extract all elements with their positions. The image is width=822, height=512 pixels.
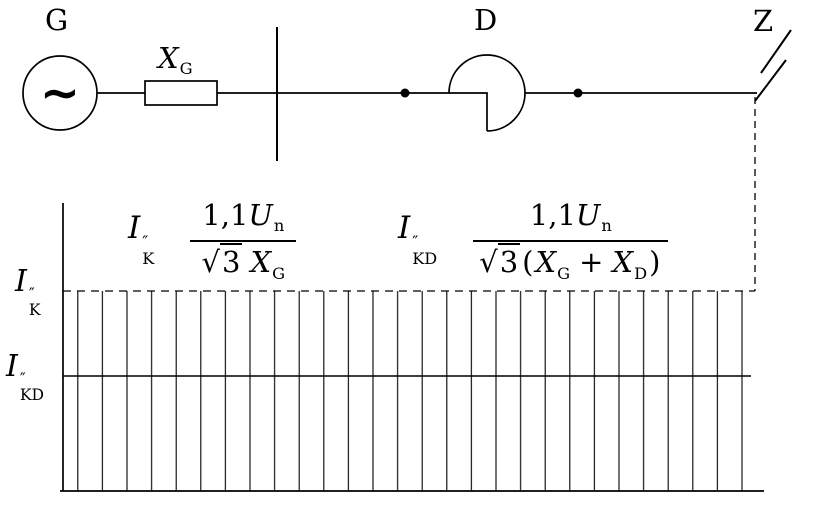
formula-ikd-numerator: 1,1Un bbox=[473, 198, 669, 243]
formula-ikd-lhs-sub: KD bbox=[412, 248, 438, 268]
y-label-ikd-indices: ″KD bbox=[20, 371, 44, 404]
plus-sign: + bbox=[579, 245, 604, 280]
reactance-var: X bbox=[250, 245, 272, 280]
reactance-label-sub: G bbox=[179, 59, 193, 79]
formula-ik-lhs-sup: ″ bbox=[142, 231, 149, 251]
y-label-ik-base: I bbox=[15, 264, 27, 299]
formula-ik-lhs-indices: ″K bbox=[142, 231, 155, 268]
reactor-arc bbox=[448, 54, 526, 132]
coefficient: 1,1 bbox=[202, 198, 249, 232]
y-label-ik: I″K bbox=[15, 267, 41, 319]
y-label-ik-sub: K bbox=[28, 301, 41, 320]
coefficient: 1,1 bbox=[529, 198, 576, 232]
reactance-var-g-sub: G bbox=[557, 263, 571, 283]
reactance-var-sub: G bbox=[272, 263, 286, 283]
root-sign: √ bbox=[201, 245, 221, 280]
reactance-var-d-sub: D bbox=[634, 263, 648, 283]
y-label-ikd-base: I bbox=[6, 349, 18, 384]
y-label-ik-indices: ″K bbox=[29, 286, 41, 319]
voltage-sub: n bbox=[273, 216, 285, 236]
formula-ikd: I″KD 1,1Un √3(XG+XD) bbox=[398, 198, 669, 282]
formula-ikd-lhs-sup: ″ bbox=[412, 231, 419, 251]
fault-label: Z bbox=[753, 4, 774, 38]
formula-ik-lhs-base: I bbox=[128, 210, 141, 247]
y-label-ik-sup: ″ bbox=[28, 285, 35, 304]
voltage-var: U bbox=[575, 198, 601, 232]
generator-label: G bbox=[45, 3, 69, 37]
formula-ikd-fraction: 1,1Un √3(XG+XD) bbox=[473, 198, 669, 282]
radicand: 3 bbox=[220, 243, 243, 280]
formula-ikd-lhs-base: I bbox=[398, 210, 411, 247]
generator-waveform-symbol: ∼ bbox=[39, 65, 81, 121]
root-sign: √ bbox=[479, 245, 498, 280]
close-paren: ) bbox=[649, 245, 661, 280]
fault-flash-icon bbox=[760, 29, 792, 74]
voltage-sub: n bbox=[601, 216, 612, 236]
fault-flash-icon bbox=[754, 59, 787, 102]
open-paren: ( bbox=[522, 245, 534, 280]
reactance-var-d: X bbox=[612, 245, 634, 280]
node-dot-right bbox=[573, 88, 583, 98]
y-label-ikd-sub: KD bbox=[19, 386, 45, 405]
current-hatch-area bbox=[77, 291, 745, 491]
formula-ik-lhs-sub: K bbox=[142, 248, 155, 268]
y-label-ikd-sup: ″ bbox=[19, 370, 26, 389]
voltage-var: U bbox=[248, 198, 273, 232]
reactance-label-base: X bbox=[158, 41, 179, 75]
reactance-label: XG bbox=[158, 44, 193, 77]
formula-ik-numerator: 1,1Un bbox=[190, 198, 297, 243]
reactance-box bbox=[144, 80, 218, 106]
y-label-ikd: I″KD bbox=[6, 352, 44, 404]
reactance-var-g: X bbox=[535, 245, 557, 280]
formula-ikd-denominator: √3(XG+XD) bbox=[473, 242, 668, 281]
node-dot-left bbox=[400, 88, 410, 98]
formula-ikd-lhs: I″KD bbox=[398, 213, 437, 267]
radicand: 3 bbox=[497, 243, 521, 280]
formula-ikd-lhs-indices: ″KD bbox=[412, 231, 438, 268]
formula-ik-lhs: I″K bbox=[128, 213, 154, 267]
reactor-conductor bbox=[449, 92, 488, 131]
reactor-label: D bbox=[474, 3, 498, 37]
